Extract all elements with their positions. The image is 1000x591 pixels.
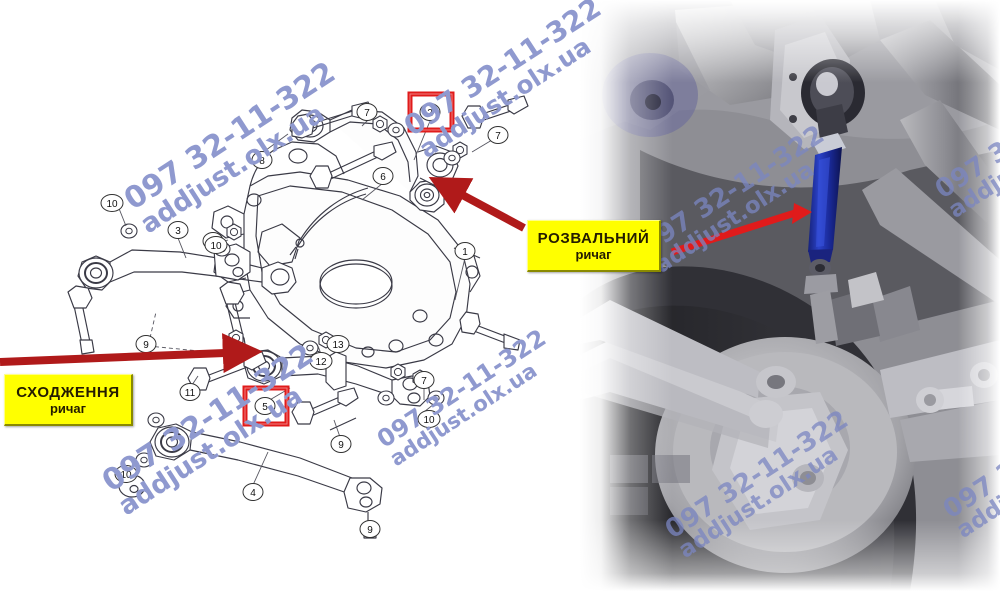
callout-8: 8 (251, 151, 273, 169)
callout-6: 6 (372, 167, 394, 185)
toe-arm-label: СХОДЖЕННЯ ричаг (4, 374, 133, 426)
diagram-svg: 1 3 4 6 7 7 7 7 8 9 9 9 10 10 10 10 11 1… (0, 91, 529, 539)
svg-text:10: 10 (423, 415, 435, 426)
callout-12: 12 (309, 352, 333, 370)
svg-text:13: 13 (332, 340, 344, 351)
svg-text:11: 11 (185, 388, 196, 399)
callout-4: 4 (242, 483, 264, 501)
photo-svg (580, 0, 1000, 591)
svg-text:5: 5 (262, 402, 268, 413)
exploded-parts-diagram: 1 3 4 6 7 7 7 7 8 9 9 9 10 10 10 10 11 1… (0, 91, 529, 539)
callout-10a: 10 (100, 194, 124, 212)
callout-circles-highlighted: 2 5 (254, 103, 441, 415)
svg-text:9: 9 (143, 340, 149, 351)
callout-5: 5 (254, 397, 276, 415)
part-lower-control-arm (211, 141, 481, 369)
camber-arm-label: РОЗВАЛЬНИЙ ричаг (527, 220, 661, 272)
callout-7d: 7 (413, 371, 435, 389)
part-number-callouts: 1 3 4 6 7 7 7 7 8 9 9 9 10 10 10 10 11 1… (100, 103, 509, 538)
callout-9b: 9 (330, 435, 352, 453)
callout-2: 2 (419, 103, 441, 121)
callout-9c: 9 (359, 520, 381, 538)
callout-13: 13 (326, 335, 350, 353)
highlight-box-2 (407, 91, 455, 133)
svg-text:7: 7 (495, 131, 501, 142)
svg-text:1: 1 (462, 247, 468, 258)
diagram-geometry (67, 95, 529, 539)
svg-text:2: 2 (427, 108, 433, 119)
toe-label-line1: СХОДЖЕННЯ (16, 383, 120, 401)
callout-10b: 10 (204, 236, 228, 254)
callout-1: 1 (454, 242, 476, 260)
toe-label-line2: ричаг (49, 400, 87, 416)
svg-text:3: 3 (175, 226, 181, 237)
camber-label-line1: РОЗВАЛЬНИЙ (537, 229, 650, 247)
camber-arrow (428, 176, 526, 232)
svg-text:4: 4 (250, 488, 256, 499)
diagram-arrows (0, 176, 526, 374)
callout-10d: 10 (114, 465, 138, 483)
svg-text:9: 9 (367, 525, 373, 536)
svg-text:10: 10 (106, 199, 118, 210)
callout-7a: 7 (487, 126, 509, 144)
callout-10c: 10 (417, 410, 441, 428)
svg-text:6: 6 (380, 172, 386, 183)
installation-photo (580, 0, 1000, 591)
camber-label-line2: ричаг (575, 246, 612, 262)
svg-text:7: 7 (421, 376, 427, 387)
highlight-boxes (242, 91, 455, 427)
highlight-box-5 (242, 385, 290, 427)
svg-text:8: 8 (259, 156, 265, 167)
part-trailing-link (149, 423, 383, 539)
svg-text:10: 10 (210, 241, 222, 252)
svg-text:7: 7 (364, 108, 370, 119)
toe-arrow (0, 333, 263, 374)
callout-9a: 9 (135, 335, 157, 353)
svg-text:9: 9 (338, 440, 344, 451)
svg-text:10: 10 (120, 470, 132, 481)
callout-7b: 7 (356, 103, 378, 121)
callout-3: 3 (167, 221, 189, 239)
callout-11: 11 (179, 383, 201, 401)
svg-text:12: 12 (315, 357, 327, 368)
